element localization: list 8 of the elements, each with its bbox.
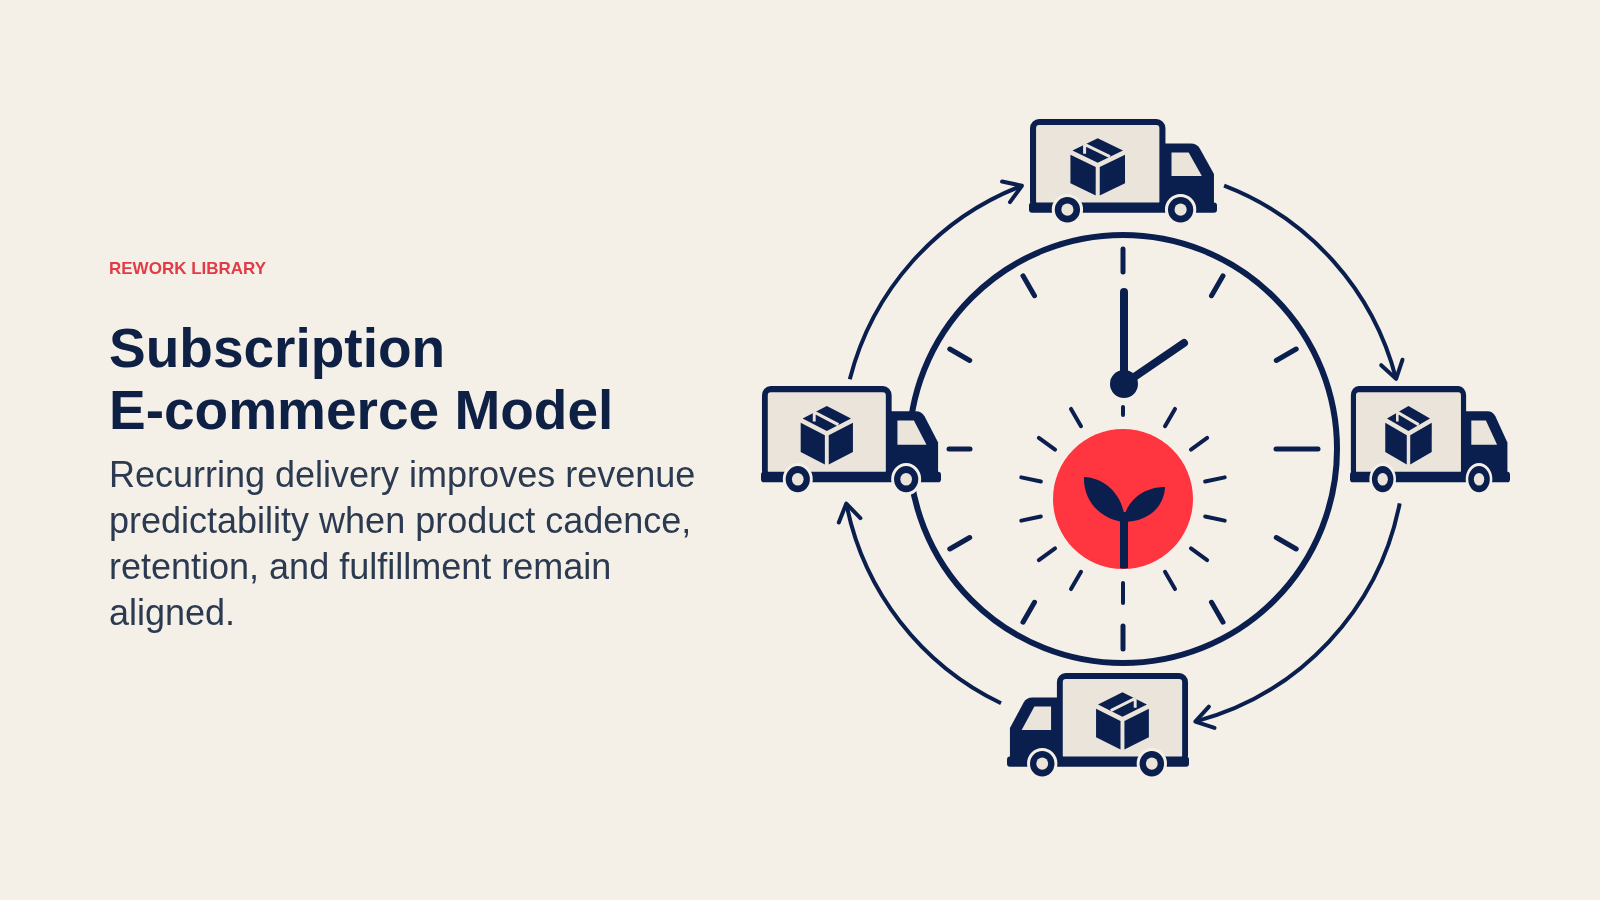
curved-arrow (847, 180, 1024, 380)
curved-arrow (1193, 502, 1402, 729)
curved-arrow (1223, 183, 1404, 381)
section-label: REWORK LIBRARY (109, 259, 267, 279)
truck-icon (761, 386, 941, 497)
description-text: Recurring delivery improves revenue predictability when product cadence, retention, and fulfillment remain aligned. (109, 453, 697, 635)
curved-arrow (837, 501, 1002, 705)
slide-title: Subscription E-commerce Model (109, 317, 615, 441)
